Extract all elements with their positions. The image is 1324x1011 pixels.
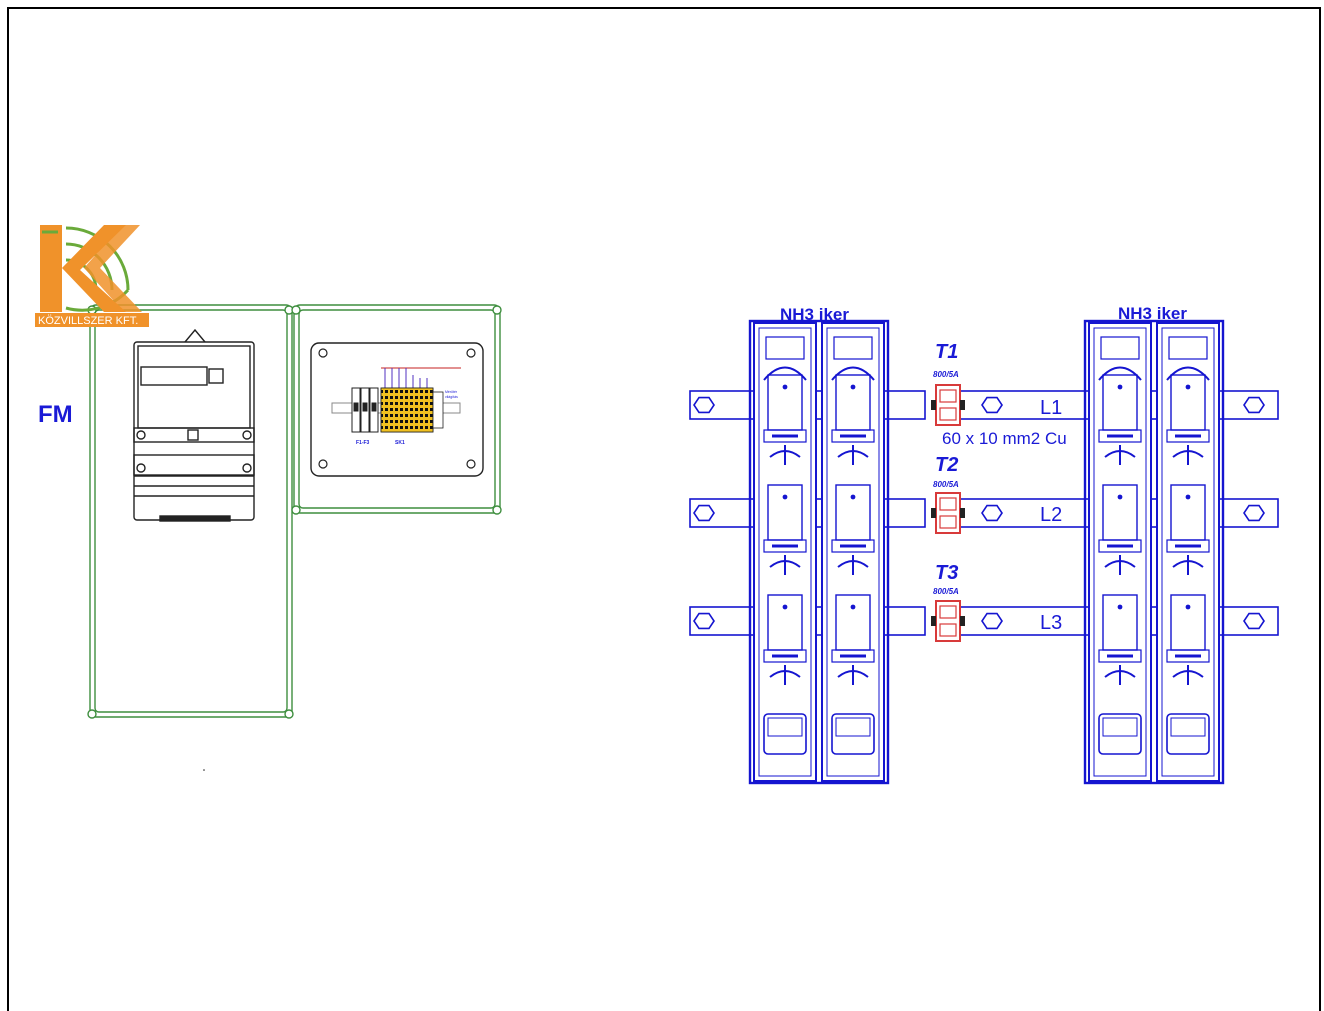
busbar-spec: 60 x 10 mm2 Cu <box>942 429 1067 448</box>
logo-text: KÖZVILLSZER KFT. <box>38 315 138 327</box>
cabinet-label: FM <box>38 401 73 428</box>
bolt-hex <box>693 396 715 414</box>
bolt-hex <box>1243 396 1265 414</box>
cabinet-fm: F1-F3 SK1 Mérőtér világítás FM <box>38 304 502 771</box>
fuse-column <box>821 322 885 782</box>
din-panel: F1-F3 SK1 Mérőtér világítás <box>310 342 484 477</box>
fuse-column <box>1088 322 1152 782</box>
electricity-meter <box>133 328 255 522</box>
bolt-hex <box>693 612 715 630</box>
terminal-block-sk1 <box>380 387 444 433</box>
fuse-column <box>753 322 817 782</box>
panel-note-line2: világítás <box>445 395 458 399</box>
breakers-f1-f3 <box>351 387 379 433</box>
bolt-hex <box>1243 612 1265 630</box>
bus-label-l3: L3 <box>1040 612 1062 634</box>
bolt-hex <box>1243 504 1265 522</box>
panel-note-line1: Mérőtér <box>445 390 458 394</box>
fuse-base-right <box>1083 319 1225 785</box>
bolt-hex <box>981 504 1003 522</box>
ct-rating-t1: 800/5A <box>933 370 959 379</box>
fuse-base-label-right: NH3 iker <box>1118 304 1187 323</box>
bolt-hex <box>981 612 1003 630</box>
ct-rating-t3: 800/5A <box>933 587 959 596</box>
distribution-cabinet <box>291 304 502 515</box>
meter-cabinet <box>87 304 294 719</box>
bolt-hex <box>693 504 715 522</box>
company-logo: KÖZVILLSZER KFT. <box>35 225 149 327</box>
ct-label-t2: T2 <box>935 454 958 476</box>
sheet-border <box>7 7 1321 1011</box>
breaker-label: F1-F3 <box>356 440 370 446</box>
ct-label-t1: T1 <box>935 341 958 363</box>
current-transformer-t2 <box>931 492 965 534</box>
bolt-hex <box>981 396 1003 414</box>
bus-label-l2: L2 <box>1040 504 1062 526</box>
busbar-arrangement <box>689 319 1279 785</box>
fuse-base-left <box>748 319 890 785</box>
fuse-column <box>1156 322 1220 782</box>
terminal-label: SK1 <box>395 440 405 446</box>
fuse-base-label-left: NH3 iker <box>780 305 849 324</box>
current-transformer-t1 <box>931 384 965 426</box>
bus-label-l1: L1 <box>1040 397 1062 419</box>
ct-label-t3: T3 <box>935 562 958 584</box>
current-transformer-t3 <box>931 600 965 642</box>
ct-rating-t2: 800/5A <box>933 480 959 489</box>
